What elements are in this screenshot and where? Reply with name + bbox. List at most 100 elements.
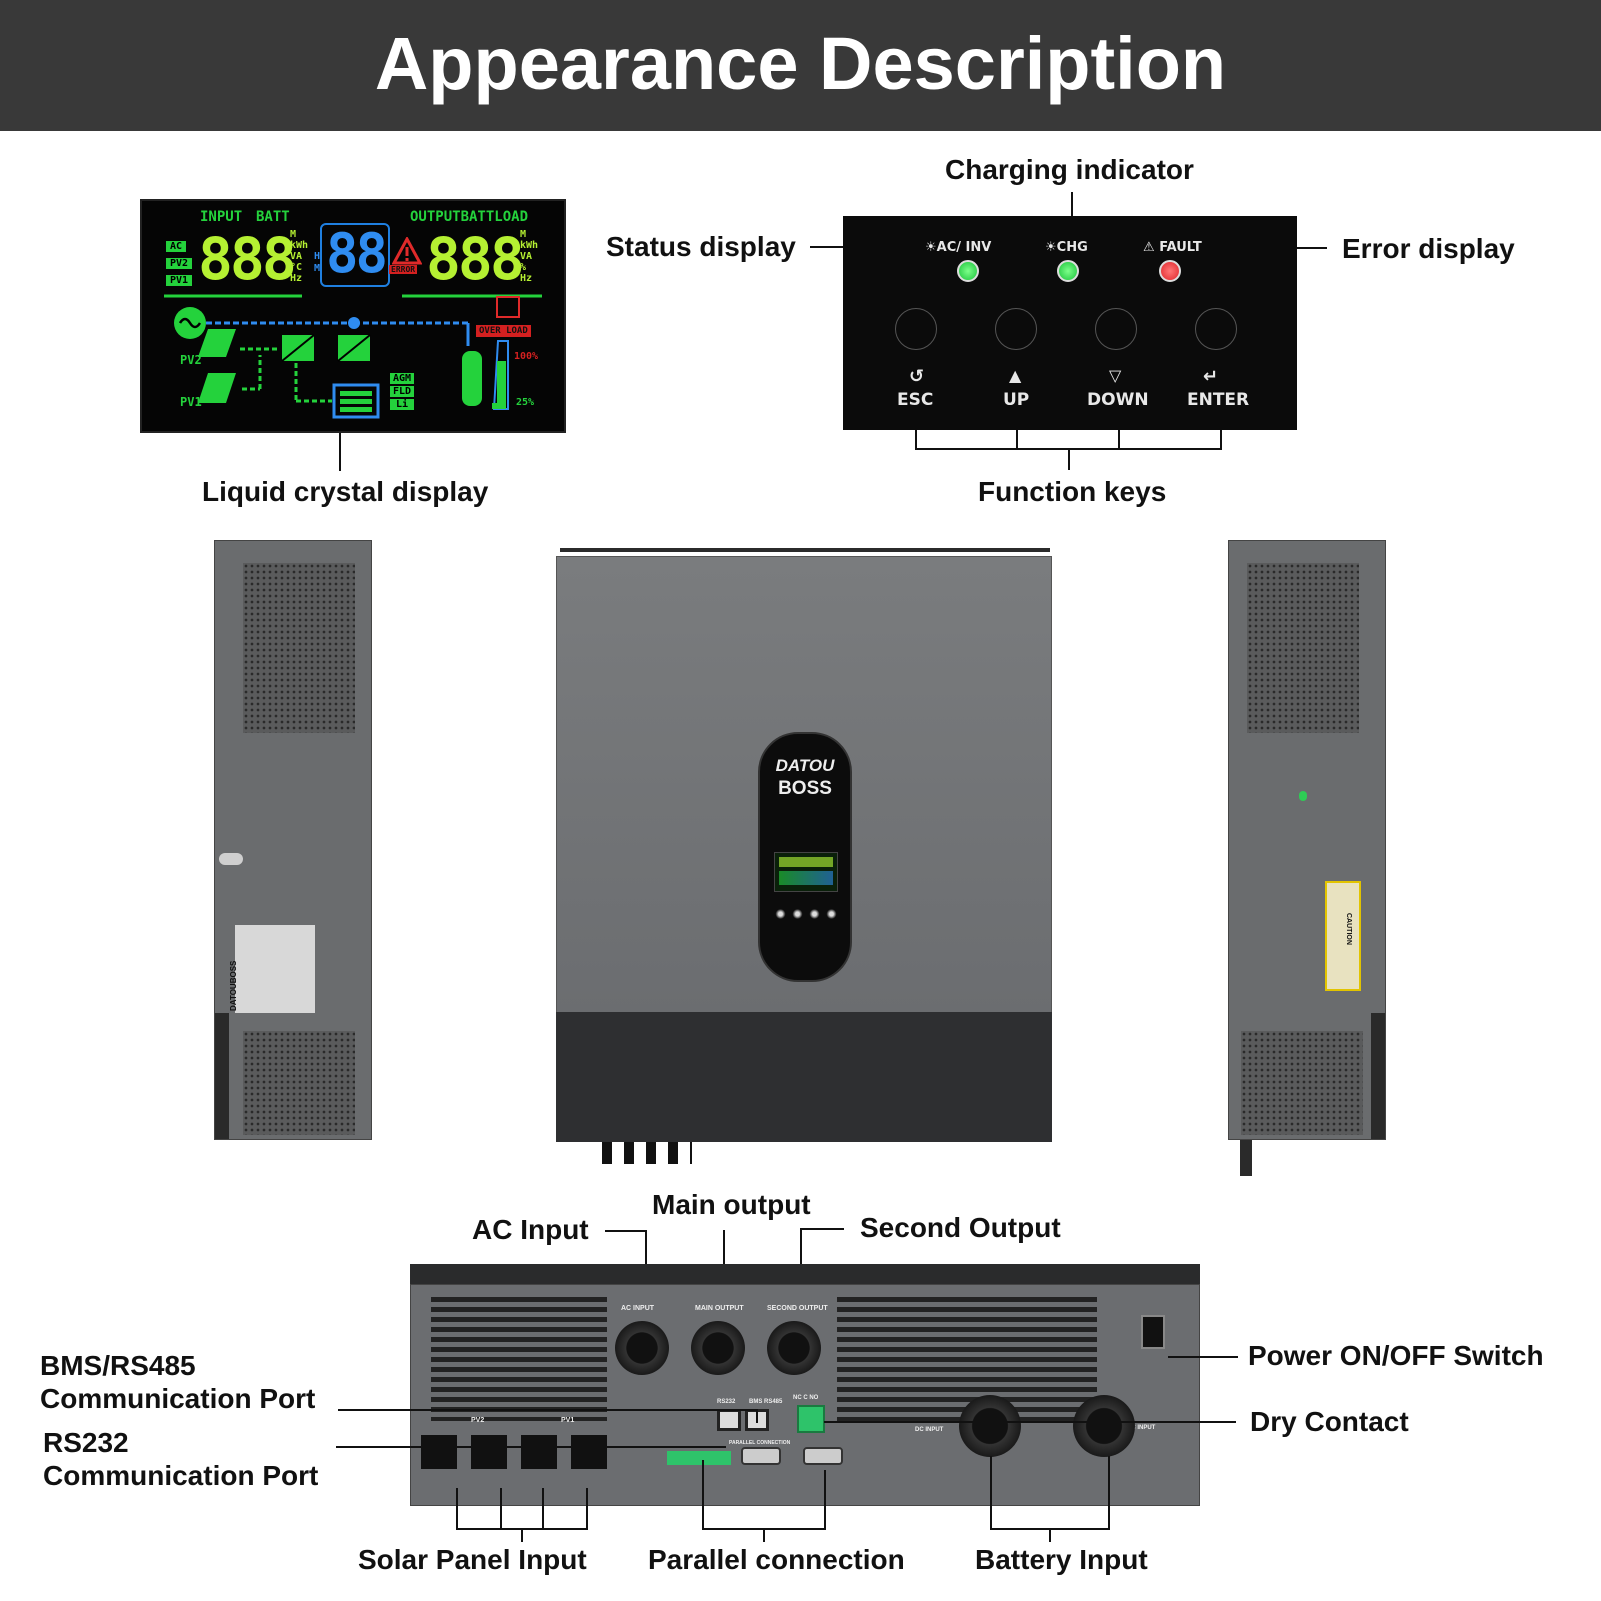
power-switch-label: Power ON/OFF Switch [1248, 1340, 1544, 1371]
rs232-label-line2: Communication Port [43, 1460, 319, 1491]
lcd-left-digits: 888 [198, 225, 297, 293]
up-arrow-icon: ▲ [1009, 366, 1022, 385]
led-ac-inv-label: ☀AC/ INV [925, 240, 992, 255]
lcd-right-digits: 888 [426, 225, 525, 293]
battery-negative-gland[interactable] [1073, 1395, 1135, 1457]
vent-grille [1247, 563, 1359, 733]
brand-line1: DATOU [775, 756, 835, 775]
status-display-label: Status display [606, 231, 796, 262]
down-label: DOWN [1087, 390, 1149, 410]
load-bulb-icon [462, 351, 482, 406]
led-chg-label: ☀CHG [1045, 240, 1088, 255]
mini-lcd [774, 852, 838, 892]
lcd-100pct: 100% [514, 351, 539, 362]
front-view-bottom [556, 1012, 1052, 1142]
parallel-label: Parallel connection [648, 1544, 905, 1575]
lcd-pv1-label: PV1 [180, 395, 202, 409]
sun-icon: ☀ [1045, 240, 1057, 255]
bms-label-line1: BMS/RS485 [40, 1350, 196, 1381]
brand-line2: BOSS [778, 778, 832, 799]
esc-label: ESC [897, 390, 934, 410]
bottom-panel: AC INPUT MAIN OUTPUT SECOND OUTPUT RS232… [410, 1284, 1200, 1506]
right-side-view: CAUTION [1228, 540, 1386, 1140]
warning-icon [392, 237, 422, 265]
function-keys-label: Function keys [978, 476, 1167, 507]
left-side-view: DATOUBOSS [214, 540, 372, 1140]
lcd-25pct: 25% [516, 397, 535, 408]
battery-positive-gland[interactable] [959, 1395, 1021, 1457]
battery-icon [332, 383, 380, 419]
dry-contact-terminal[interactable] [797, 1405, 825, 1433]
rs232-label-line1: RS232 [43, 1427, 129, 1458]
up-key[interactable] [995, 308, 1037, 350]
mini-buttons [772, 908, 838, 920]
solar-input-label: Solar Panel Input [358, 1544, 587, 1575]
solar-panel-pv1-icon [198, 373, 236, 403]
charging-indicator-label: Charging indicator [945, 154, 1194, 185]
spec-label-sticker [235, 925, 315, 1013]
lcd-fld-tag: FLD [390, 386, 415, 397]
led-chg [1057, 260, 1079, 282]
second-output-label: Second Output [860, 1212, 1061, 1243]
ac-input-label: AC Input [472, 1214, 589, 1245]
lcd-pv2-label: PV2 [180, 353, 202, 367]
lcd-overload-tag: OVER LOAD [476, 325, 531, 337]
vent-grille [243, 1031, 355, 1135]
second-output-gland[interactable] [767, 1321, 821, 1375]
vent-slots [837, 1297, 1097, 1421]
pv-connectors[interactable] [421, 1435, 621, 1469]
lcd-pv1-tag: PV1 [166, 275, 193, 286]
lcd-flow-diagram [164, 294, 542, 419]
lcd-center-frame [320, 223, 390, 287]
lcd-input-label: INPUT [200, 209, 243, 225]
bms-label-line2: Communication Port [40, 1383, 316, 1414]
power-switch[interactable] [1141, 1315, 1165, 1349]
enter-label: ENTER [1187, 390, 1250, 410]
refresh-icon: ↺ [909, 366, 925, 387]
battery-input-label: Battery Input [975, 1544, 1148, 1575]
lcd-li-tag: Li [390, 399, 415, 410]
lcd-error-tag: ERROR [389, 265, 418, 274]
enter-key[interactable] [1195, 308, 1237, 350]
header-bar [0, 0, 1601, 131]
control-panel: ☀AC/ INV ☀CHG ⚠ FAULT ↺ ▲ ▽ ↵ ESC UP DOW… [843, 216, 1297, 430]
led-ac-inv [957, 260, 979, 282]
main-output-gland[interactable] [691, 1321, 745, 1375]
caution-sticker: CAUTION [1325, 881, 1361, 991]
vent-grille [1241, 1031, 1363, 1135]
solar-panel-pv2-icon [198, 329, 236, 357]
vent-slots [431, 1297, 607, 1421]
lcd-batt-label: BATT [256, 209, 290, 225]
down-key[interactable] [1095, 308, 1137, 350]
side-brand: DATOUBOSS [229, 960, 238, 1011]
ac-input-gland[interactable] [615, 1321, 669, 1375]
dry-contact-label: Dry Contact [1250, 1406, 1409, 1437]
rs232-port[interactable] [717, 1409, 741, 1431]
lcd-agm-tag: AGM [390, 373, 415, 384]
load-level-bar [492, 340, 509, 410]
lcd-pv2-tag: PV2 [166, 258, 193, 269]
led-fault [1159, 260, 1181, 282]
parallel-port-db9[interactable] [741, 1447, 781, 1465]
warning-icon: ⚠ [1143, 240, 1160, 255]
error-display-label: Error display [1342, 233, 1515, 264]
lcd-display: INPUT BATT OUTPUTBATTLOAD AC PV2 PV1 888… [140, 199, 566, 433]
parallel-port-db9[interactable] [803, 1447, 843, 1465]
down-arrow-icon: ▽ [1109, 366, 1122, 385]
page-title: Appearance Description [374, 22, 1227, 105]
up-label: UP [1003, 390, 1030, 410]
overload-icon [496, 296, 520, 318]
sun-icon: ☀ [925, 240, 937, 255]
main-output-label: Main output [652, 1189, 811, 1220]
lcd-ac-tag: AC [166, 241, 187, 252]
enter-icon: ↵ [1203, 366, 1219, 387]
lcd-caption: Liquid crystal display [202, 476, 489, 507]
lcd-output-batt-load-label: OUTPUTBATTLOAD [410, 209, 529, 225]
esc-key[interactable] [895, 308, 937, 350]
parallel-terminal[interactable] [667, 1451, 731, 1465]
vent-grille [243, 563, 355, 733]
lcd-center-digits: 88 [326, 222, 388, 285]
